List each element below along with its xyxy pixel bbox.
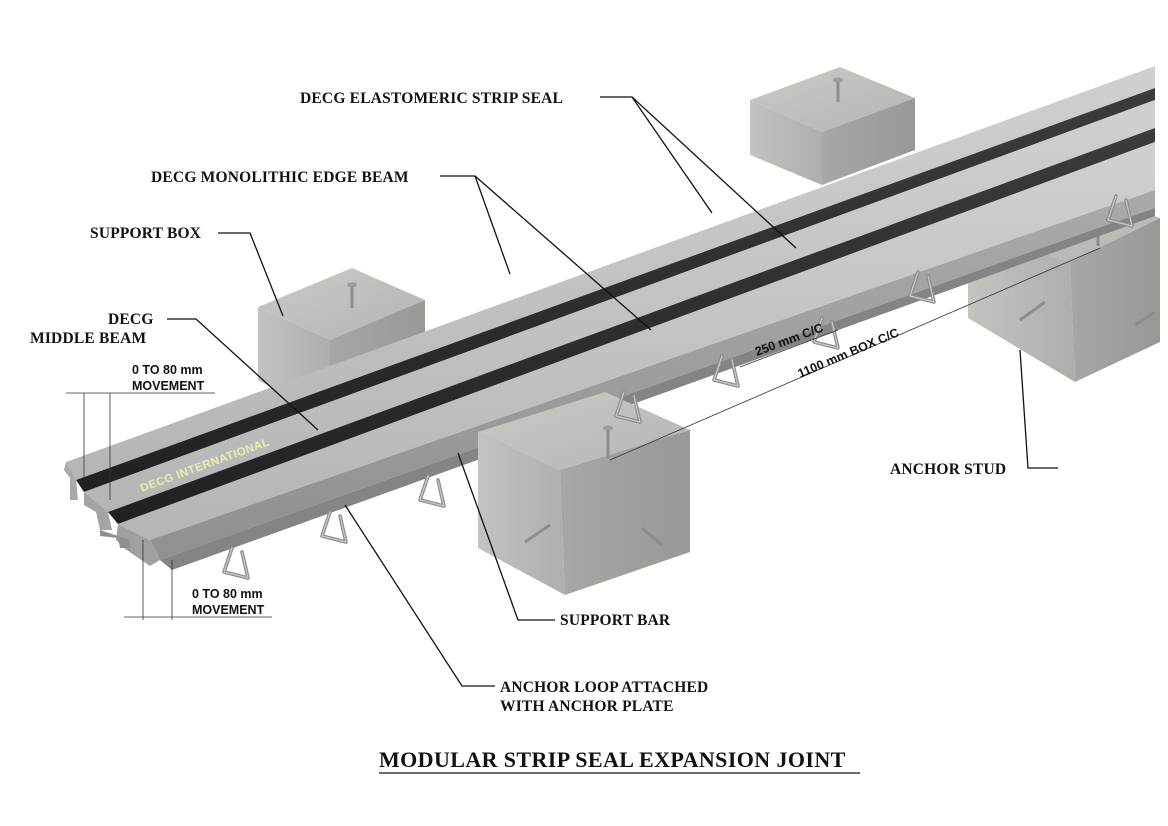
- strip-seal-front: [108, 128, 1155, 524]
- label-support-box: SUPPORT BOX: [90, 225, 202, 242]
- anchor-loop-highlight: [813, 317, 839, 349]
- edge-beam-face: [150, 190, 1155, 560]
- leader-lines: [167, 96, 1058, 687]
- diagram-title: MODULAR STRIP SEAL EXPANSION JOINT: [379, 747, 846, 772]
- middle-beam: [84, 100, 1155, 512]
- strip-seal-back: [76, 88, 1155, 492]
- label-movement-bottom-line2: MOVEMENT: [192, 603, 265, 617]
- anchor-loops: [222, 194, 1134, 580]
- beam-assembly: DECG INTERNATIONAL: [64, 66, 1155, 570]
- label-movement-bottom-line1: 0 TO 80 mm: [192, 587, 263, 601]
- label-middle-beam-line1: DECG: [108, 311, 154, 328]
- label-anchor-stud: ANCHOR STUD: [890, 461, 1006, 478]
- support-box-2: [750, 67, 915, 185]
- label-edge-beam: DECG MONOLITHIC EDGE BEAM: [151, 169, 409, 186]
- label-support-bar: SUPPORT BAR: [560, 612, 671, 629]
- edge-beam-end: [64, 462, 78, 500]
- anchor-loop-highlight: [615, 391, 641, 423]
- label-movement-top-line2: MOVEMENT: [132, 379, 205, 393]
- label-anchor-loop-line1: ANCHOR LOOP ATTACHED: [500, 679, 708, 696]
- middle-beam-end: [84, 492, 112, 530]
- edge-beam-front: [118, 142, 1155, 540]
- anchor-loop-highlight: [909, 271, 935, 303]
- anchor-loop-highlight: [713, 355, 739, 387]
- label-movement-top-line1: 0 TO 80 mm: [132, 363, 203, 377]
- front-beam-end: [116, 524, 160, 566]
- anchor-loop-highlight: [1107, 195, 1133, 227]
- label-middle-beam-line2: MIDDLE BEAM: [30, 330, 146, 347]
- support-box-3: [478, 392, 690, 595]
- anchor-loop-highlight: [419, 475, 445, 507]
- label-strip-seal: DECG ELASTOMERIC STRIP SEAL: [300, 90, 563, 107]
- support-bar: [160, 208, 1155, 570]
- anchor-loop-highlight: [321, 511, 347, 543]
- edge-beam-back: [66, 66, 1155, 480]
- anchor-loop-highlight: [223, 547, 249, 579]
- label-anchor-loop-line2: WITH ANCHOR PLATE: [500, 698, 674, 715]
- dimension-lines: [66, 247, 1101, 620]
